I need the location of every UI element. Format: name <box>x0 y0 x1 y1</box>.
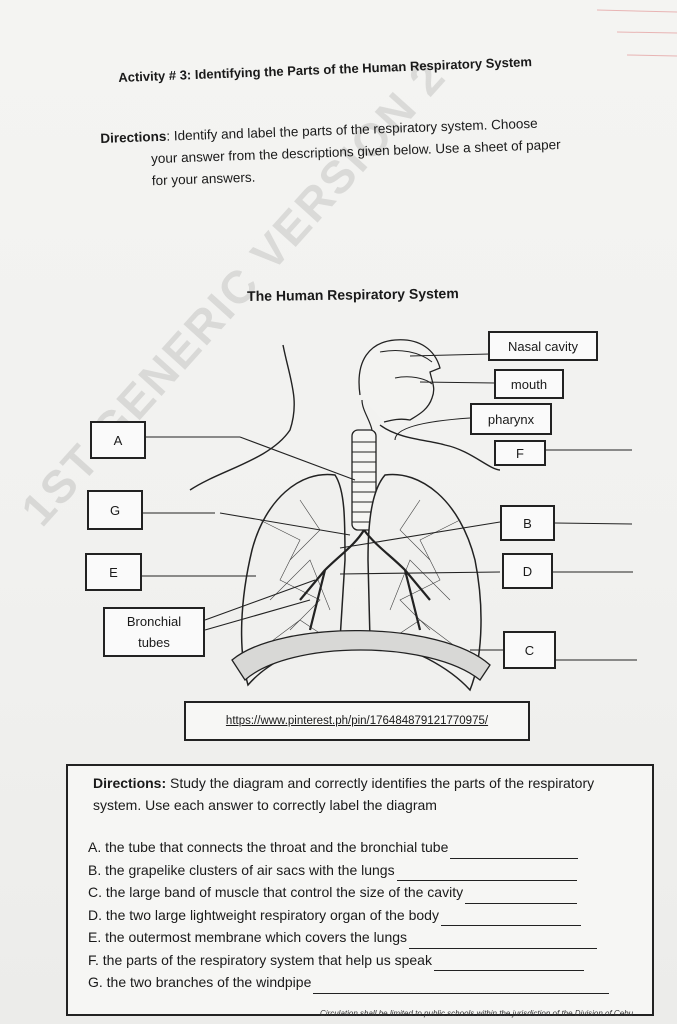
answer-item-d: D. the two large lightweight respiratory… <box>88 904 609 926</box>
source-url-box: https://www.pinterest.ph/pin/17648487912… <box>184 701 530 741</box>
bronchial-line-2: tubes <box>138 635 170 650</box>
label-box-B: B <box>500 505 555 541</box>
label-bronchial-tubes: Bronchial tubes <box>103 607 205 657</box>
answer-blank-d[interactable] <box>440 911 581 926</box>
answer-blank-a[interactable] <box>450 844 579 859</box>
nasal-passage <box>379 349 433 363</box>
label-box-A: A <box>90 421 146 459</box>
corner-ruled-lines <box>597 9 677 57</box>
source-url-link[interactable]: https://www.pinterest.ph/pin/17648487912… <box>225 715 489 727</box>
answer-item-c: C. the large band of muscle that control… <box>88 881 609 904</box>
body-outline-right <box>379 424 501 471</box>
answer-blank-b[interactable] <box>396 866 577 881</box>
answer-section: Directions: Study the diagram and correc… <box>66 764 654 1016</box>
answer-directions: Directions: Study the diagram and correc… <box>93 775 595 813</box>
body-outline-left <box>189 344 295 491</box>
answer-blank-g[interactable] <box>313 979 610 994</box>
diaphragm <box>231 629 491 681</box>
label-box-F: F <box>494 440 546 466</box>
head-nasal-cavity <box>358 339 441 423</box>
answer-blank-e[interactable] <box>409 934 598 949</box>
label-box-D: D <box>502 553 553 589</box>
label-mouth: mouth <box>494 369 564 399</box>
throat <box>361 399 373 431</box>
bronchi <box>299 529 431 631</box>
answer-item-f: F. the parts of the respiratory system t… <box>88 949 609 971</box>
answer-item-b: B. the grapelike clusters of air sacs wi… <box>88 859 609 881</box>
label-nasal-cavity: Nasal cavity <box>488 331 598 361</box>
answer-list: A. the tube that connects the throat and… <box>88 836 610 994</box>
answer-item-a: A. the tube that connects the throat and… <box>88 836 609 859</box>
label-box-E: E <box>85 553 142 591</box>
answer-item-e: E. the outermost membrane which covers t… <box>88 926 609 949</box>
label-box-C: C <box>503 631 556 669</box>
answer-blank-c[interactable] <box>465 889 578 904</box>
footer-note: Circulation shall be limited to public s… <box>320 1009 634 1018</box>
answer-blank-f[interactable] <box>433 956 584 971</box>
answer-item-g: G. the two branches of the windpipe <box>88 971 610 994</box>
label-pharynx: pharynx <box>470 403 552 435</box>
label-box-G: G <box>87 490 143 530</box>
bronchial-line-1: Bronchial <box>126 614 182 629</box>
